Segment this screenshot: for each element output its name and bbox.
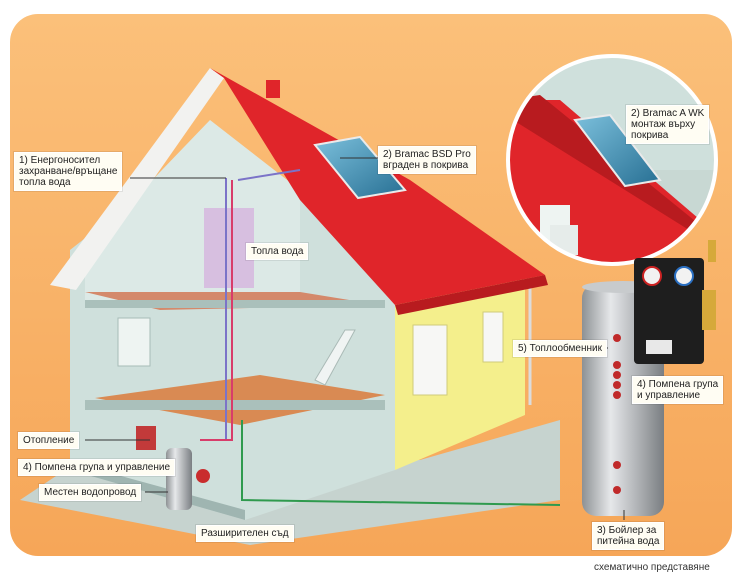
caption: схематично представяне (594, 562, 710, 573)
label-hot-water: Топла вода (246, 243, 309, 260)
pressure-gauge-icon (642, 266, 662, 286)
inset-solar-panel-icon (573, 113, 662, 188)
label-water-supply: Местен водопровод (39, 484, 142, 501)
label-expansion-vessel: Разширителен съд (196, 525, 294, 542)
label-pump-group-right: 4) Помпена група и управление (632, 376, 724, 404)
label-bsd-pro: 2) Bramac BSD Pro вграден в покрива (378, 146, 476, 174)
label-heating: Отопление (18, 432, 80, 449)
pump-controller-icon (634, 240, 716, 364)
solar-panel-icon (313, 135, 407, 200)
boiler-tank-small (166, 448, 192, 510)
label-pump-group-left: 4) Помпена група и управление (18, 459, 176, 476)
label-boiler: 3) Бойлер за питейна вода (592, 522, 665, 550)
label-a-wk: 2) Bramac A WK монтаж върху покрива (626, 105, 710, 144)
roof-left (50, 68, 224, 290)
label-heat-exchanger: 5) Топлообменник (513, 340, 607, 357)
label-heat-carrier: 1) Енергоносител захранване/връщане топл… (14, 152, 123, 191)
